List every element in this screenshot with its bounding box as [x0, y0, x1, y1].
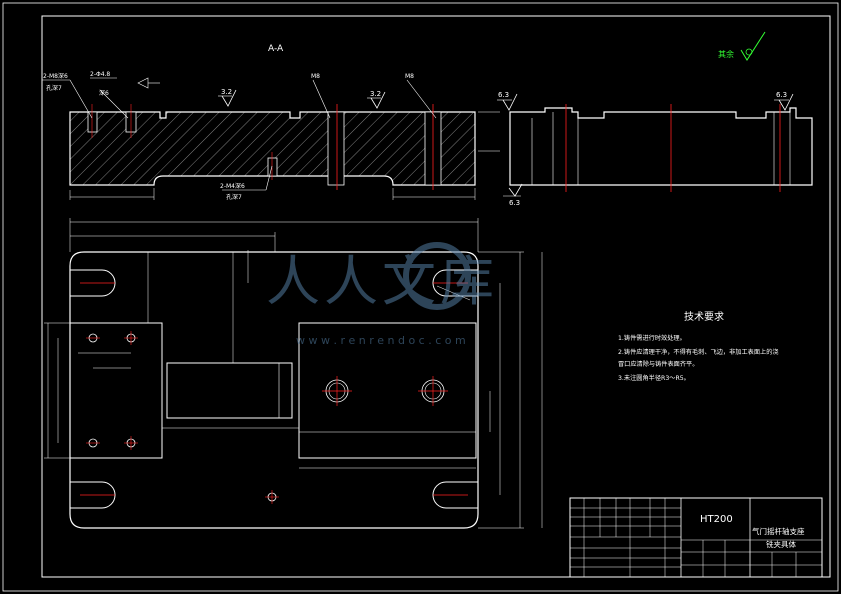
finish-side-top-left: 6.3 — [498, 91, 509, 99]
note-mid-2: 深6 — [99, 89, 109, 97]
right-pad — [298, 322, 477, 459]
finish-top-left: 3.2 — [221, 88, 232, 96]
watermark-logo-text: 人人文库 — [266, 250, 498, 313]
middle-block — [166, 362, 293, 419]
note-left-1: 2-M8深6 — [43, 72, 68, 80]
tech-req-item-2: 2.铸件应清理干净，不得有毛刺、飞边，非加工表面上的浇 — [618, 348, 779, 356]
title-block — [569, 497, 823, 578]
title-part-name-2: 铣夹具体 — [766, 539, 796, 549]
note-mid-1: 2-Φ4.8 — [90, 71, 110, 78]
finish-other-symbol: 其余 — [718, 31, 766, 61]
finish-side-top-right: 6.3 — [776, 91, 787, 99]
side-outline — [509, 107, 813, 186]
note-bottom-2: 孔深7 — [226, 193, 242, 201]
hole-left-1 — [87, 111, 98, 133]
section-view: A-A 3.2 3.2 2-M8深6 孔深7 2-Φ4.8 深6 2-M4深6 — [42, 44, 500, 201]
side-view: 6.3 6.3 6.3 — [497, 91, 813, 207]
note-left-2: 孔深7 — [46, 84, 62, 92]
title-material: HT200 — [700, 514, 733, 525]
tech-req-title: 技术要求 — [684, 310, 724, 323]
hole-bottom — [267, 157, 278, 177]
finish-top-mid: 3.2 — [370, 90, 381, 98]
plan-view — [44, 218, 543, 529]
inner-frame — [41, 15, 831, 578]
left-pad — [69, 322, 163, 459]
watermark-url: w w w . r e n r e n d o c . c o m — [296, 334, 466, 347]
tech-req-item-3: 冒口应清除与铸件表面齐平。 — [618, 360, 698, 368]
section-outline — [69, 111, 476, 186]
finish-other-label: 其余 — [718, 49, 734, 59]
finish-side-bottom: 6.3 — [509, 199, 520, 207]
tech-req-item-1: 1.铸件需进行时效处理。 — [618, 334, 686, 342]
note-thread-1: M8 — [311, 73, 320, 80]
note-thread-2: M8 — [405, 73, 414, 80]
note-bottom-1: 2-M4深6 — [220, 182, 245, 190]
tech-req-item-4: 3.未注圆角半径R3～R5。 — [618, 374, 690, 382]
slot-1 — [327, 111, 345, 186]
title-part-name-1: 气门摇杆轴支座 — [752, 526, 805, 536]
technical-requirements: 技术要求 1.铸件需进行时效处理。 2.铸件应清理干净，不得有毛刺、飞边，非加工… — [618, 310, 779, 382]
section-label: A-A — [268, 44, 284, 54]
plan-outline — [69, 251, 479, 529]
watermark: 人人文库 w w w . r e n r e n d o c . c o m — [266, 242, 498, 347]
